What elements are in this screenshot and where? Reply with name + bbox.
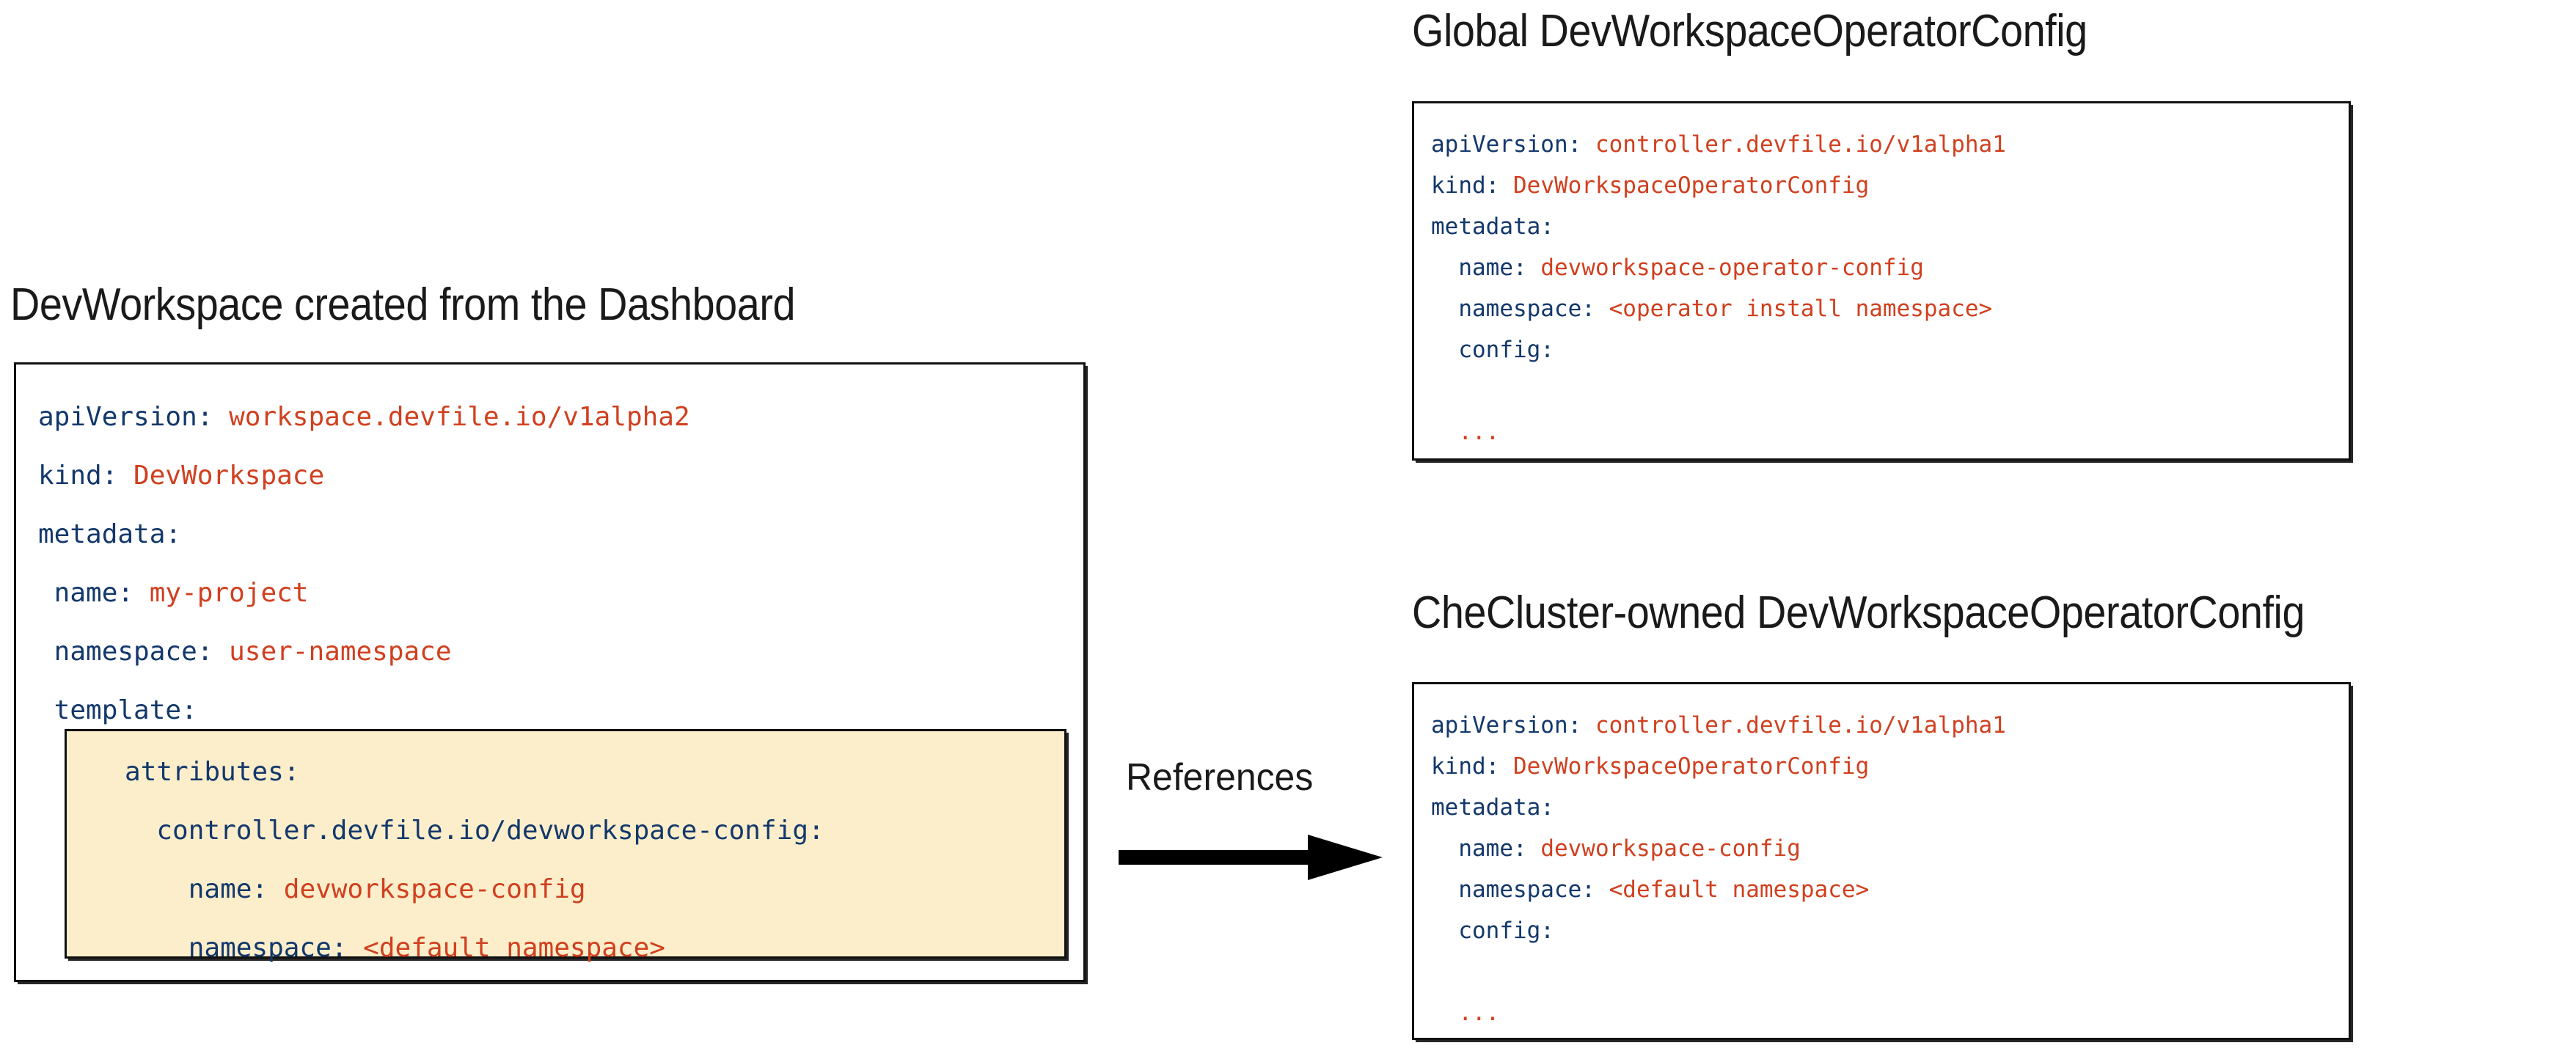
yaml-value: my-project: [133, 578, 309, 608]
global-dwoc-yaml-line: namespace: <operator install namespace>: [1431, 288, 2006, 329]
checluster-dwoc-yaml-line: metadata:: [1431, 787, 2006, 828]
devworkspace-yaml-line: template:: [38, 681, 690, 740]
yaml-key: namespace:: [38, 637, 213, 667]
yaml-value: devworkspace-config: [1526, 835, 1801, 862]
global-dwoc-yaml-line: apiVersion: controller.devfile.io/v1alph…: [1431, 124, 2006, 165]
devworkspace-yaml-line: name: my-project: [38, 564, 690, 623]
checluster-dwoc-yaml-line: apiVersion: controller.devfile.io/v1alph…: [1431, 705, 2006, 746]
devworkspace-code-box: apiVersion: workspace.devfile.io/v1alpha…: [14, 362, 1086, 982]
references-label: References: [1126, 756, 1314, 799]
devworkspace-yaml-line: metadata:: [38, 505, 690, 564]
yaml-key: name:: [77, 874, 268, 904]
checluster-dwoc-yaml-line: config:: [1431, 910, 2006, 951]
checluster-dwoc-yaml: apiVersion: controller.devfile.io/v1alph…: [1431, 705, 2006, 1033]
yaml-key: apiVersion:: [1431, 131, 1582, 158]
yaml-key: namespace:: [1431, 876, 1595, 903]
yaml-key: [1431, 419, 1458, 445]
devworkspace-attributes-line: controller.devfile.io/devworkspace-confi…: [77, 802, 824, 860]
yaml-key: [1431, 1000, 1458, 1026]
yaml-value: ...: [1458, 1000, 1500, 1026]
yaml-key: metadata:: [38, 519, 182, 549]
checluster-dwoc-yaml-line: kind: DevWorkspaceOperatorConfig: [1431, 746, 2006, 787]
global-dwoc-yaml-line: [1431, 370, 2006, 411]
yaml-value: devworkspace-config: [268, 874, 586, 904]
devworkspace-attributes-line: attributes:: [77, 743, 824, 802]
yaml-key: name:: [38, 578, 134, 608]
yaml-key: apiVersion:: [38, 402, 213, 432]
yaml-key: name:: [1431, 835, 1527, 862]
yaml-value: <default namespace>: [347, 933, 665, 963]
yaml-key: kind:: [1431, 753, 1500, 780]
devworkspace-attributes-line: namespace: <default namespace>: [77, 919, 824, 978]
yaml-value: <operator install namespace>: [1595, 296, 1993, 322]
global-dwoc-yaml-line: config:: [1431, 329, 2006, 370]
checluster-dwoc-title: CheCluster-owned DevWorkspaceOperatorCon…: [1412, 587, 2305, 638]
yaml-value: DevWorkspaceOperatorConfig: [1499, 172, 1870, 199]
yaml-key: namespace:: [77, 933, 348, 963]
yaml-value: DevWorkspace: [117, 461, 325, 491]
yaml-key: template:: [38, 695, 197, 725]
yaml-key: apiVersion:: [1431, 712, 1582, 739]
yaml-value: user-namespace: [213, 637, 452, 667]
global-dwoc-yaml-line: kind: DevWorkspaceOperatorConfig: [1431, 165, 2006, 206]
global-dwoc-yaml-line: metadata:: [1431, 206, 2006, 247]
yaml-value: controller.devfile.io/v1alpha1: [1581, 712, 2006, 739]
devworkspace-yaml-line: kind: DevWorkspace: [38, 447, 690, 505]
checluster-dwoc-yaml-line: ...: [1431, 992, 2006, 1033]
devworkspace-yaml-line: apiVersion: workspace.devfile.io/v1alpha…: [38, 388, 690, 447]
devworkspace-yaml: apiVersion: workspace.devfile.io/v1alpha…: [38, 388, 690, 740]
yaml-value: controller.devfile.io/v1alpha1: [1581, 131, 2006, 158]
global-dwoc-title: Global DevWorkspaceOperatorConfig: [1412, 6, 2087, 56]
global-dwoc-yaml-line: name: devworkspace-operator-config: [1431, 247, 2006, 288]
devworkspace-attributes-yaml: attributes: controller.devfile.io/devwor…: [77, 743, 824, 978]
devworkspace-config-attribute-highlight: attributes: controller.devfile.io/devwor…: [65, 729, 1066, 963]
yaml-key: metadata:: [1431, 213, 1554, 240]
devworkspace-title: DevWorkspace created from the Dashboard: [10, 279, 796, 330]
yaml-value: <default namespace>: [1595, 876, 1870, 903]
yaml-value: ...: [1458, 419, 1500, 445]
global-dwoc-yaml: apiVersion: controller.devfile.io/v1alph…: [1431, 124, 2006, 453]
yaml-key: config:: [1431, 337, 1554, 363]
checluster-dwoc-yaml-line: [1431, 951, 2006, 992]
devworkspace-yaml-line: namespace: user-namespace: [38, 623, 690, 681]
checluster-dwoc-yaml-line: name: devworkspace-config: [1431, 828, 2006, 869]
yaml-key: kind:: [38, 461, 118, 491]
yaml-key: metadata:: [1431, 794, 1554, 821]
yaml-key: attributes:: [77, 757, 300, 787]
yaml-key: kind:: [1431, 172, 1500, 199]
devworkspace-attributes-line: name: devworkspace-config: [77, 860, 824, 919]
global-dwoc-yaml-line: ...: [1431, 411, 2006, 453]
arrow-right-icon: [1119, 835, 1383, 880]
yaml-value: devworkspace-operator-config: [1526, 254, 1924, 281]
checluster-dwoc-code-box: apiVersion: controller.devfile.io/v1alph…: [1412, 682, 2351, 1040]
yaml-value: workspace.devfile.io/v1alpha2: [213, 402, 690, 432]
yaml-value: DevWorkspaceOperatorConfig: [1499, 753, 1870, 780]
yaml-key: namespace:: [1431, 296, 1595, 322]
yaml-key: name:: [1431, 254, 1527, 281]
yaml-key: config:: [1431, 918, 1554, 944]
checluster-dwoc-yaml-line: namespace: <default namespace>: [1431, 869, 2006, 910]
global-dwoc-code-box: apiVersion: controller.devfile.io/v1alph…: [1412, 101, 2351, 461]
yaml-key: controller.devfile.io/devworkspace-confi…: [77, 816, 824, 846]
